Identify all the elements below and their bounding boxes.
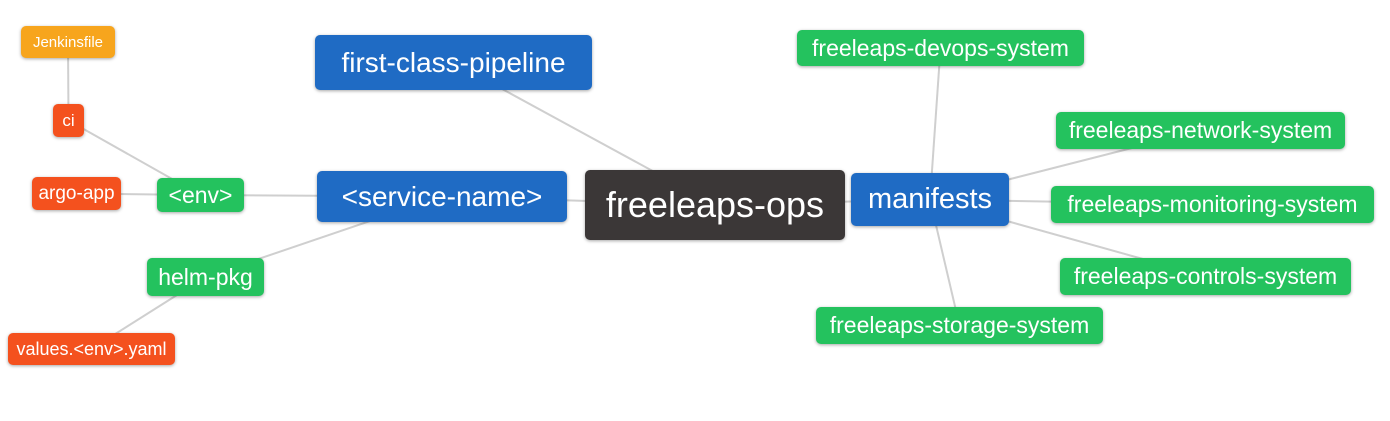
node-argo-app[interactable]: argo-app xyxy=(32,177,121,210)
node-values-env-yaml[interactable]: values.<env>.yaml xyxy=(8,333,175,365)
node-freeleaps-devops-system[interactable]: freeleaps-devops-system xyxy=(797,30,1084,66)
node-first-class-pipeline[interactable]: first-class-pipeline xyxy=(315,35,592,90)
node-freeleaps-monitoring-system[interactable]: freeleaps-monitoring-system xyxy=(1051,186,1374,223)
node-helm-pkg[interactable]: helm-pkg xyxy=(147,258,264,296)
node-env[interactable]: <env> xyxy=(157,178,244,212)
node-manifests[interactable]: manifests xyxy=(851,173,1009,226)
node-ci[interactable]: ci xyxy=(53,104,84,137)
node-freeleaps-controls-system[interactable]: freeleaps-controls-system xyxy=(1060,258,1351,295)
node-service-name[interactable]: <service-name> xyxy=(317,171,567,222)
node-freeleaps-network-system[interactable]: freeleaps-network-system xyxy=(1056,112,1345,149)
node-freeleaps-storage-system[interactable]: freeleaps-storage-system xyxy=(816,307,1103,344)
node-freeleaps-ops[interactable]: freeleaps-ops xyxy=(585,170,845,240)
node-jenkinsfile[interactable]: Jenkinsfile xyxy=(21,26,115,58)
